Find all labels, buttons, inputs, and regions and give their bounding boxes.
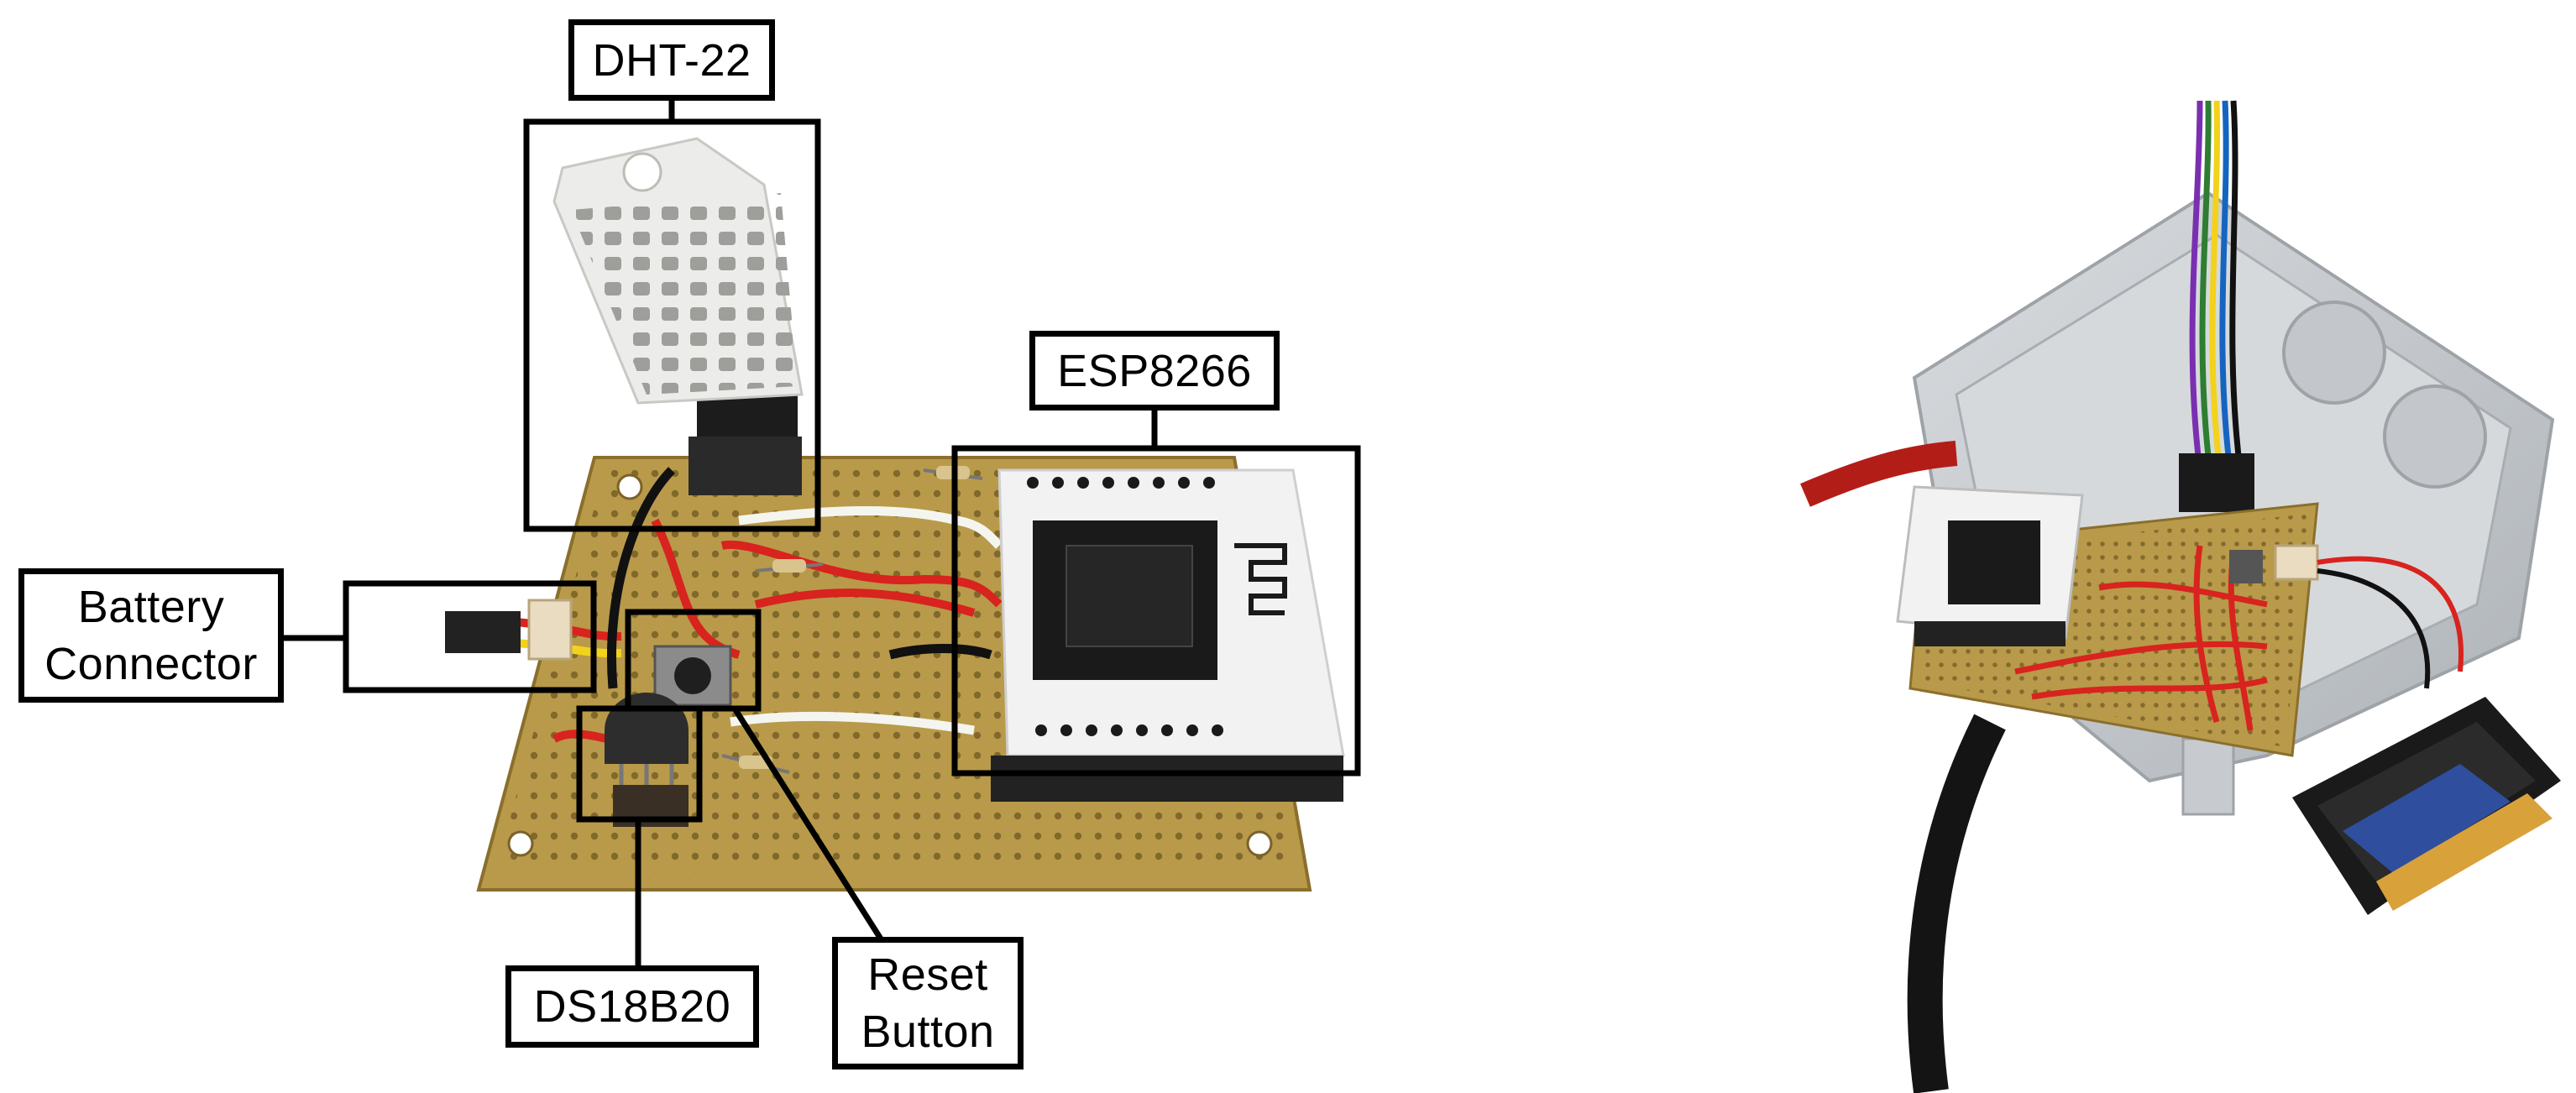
enclosure-battery-connector — [2274, 544, 2319, 581]
red-wire — [754, 588, 976, 617]
battery-wires — [2317, 568, 2431, 689]
ds18b20-label-text: DS18B20 — [533, 981, 731, 1032]
dht22-label: DHT-22 — [568, 19, 775, 101]
reset-button-label-line1: Reset — [867, 949, 988, 1000]
black-wire — [606, 467, 675, 689]
enclosure-knockout — [2383, 384, 2487, 489]
white-wire — [730, 711, 975, 735]
reset-button-leader — [732, 707, 884, 942]
ds18b20-label: DS18B20 — [505, 965, 759, 1048]
mounting-hole — [507, 830, 534, 857]
battery-pack — [2292, 697, 2561, 915]
enclosure-post — [2181, 737, 2235, 816]
reset-button-label-line2: Button — [861, 1007, 995, 1057]
reset-button-part — [653, 645, 732, 707]
reset-button-label: Reset Button — [832, 937, 1024, 1069]
mounting-hole — [616, 473, 643, 500]
power-cable — [1800, 441, 1958, 507]
enclosure-reset-button — [2229, 550, 2263, 583]
battery-connector-label-line2: Connector — [45, 639, 258, 689]
connector-header — [2179, 453, 2254, 512]
esp8266-label: ESP8266 — [1029, 331, 1280, 411]
battery-wires — [2317, 556, 2464, 672]
white-wire — [738, 505, 1003, 549]
ds18b20-part — [605, 693, 689, 827]
battery-connector-part — [445, 599, 573, 661]
ribbon-wires — [2189, 100, 2244, 471]
right-photo — [1800, 100, 2561, 1093]
sensor-cable — [1907, 714, 2006, 1093]
mounting-hole — [1246, 830, 1273, 857]
esp8266-module — [991, 468, 1345, 802]
battery-connector-label-line1: Battery — [77, 582, 225, 632]
enclosure-esp8266 — [1896, 485, 2084, 646]
dht22-sensor — [552, 137, 804, 495]
enclosure-red-wires — [2014, 545, 2268, 731]
callouts — [280, 98, 1361, 968]
red-wire — [720, 540, 1003, 608]
black-wire — [888, 644, 992, 660]
battery-connector-label: Battery Connector — [18, 568, 284, 703]
esp8266-label-text: ESP8266 — [1057, 345, 1252, 396]
enclosure-knockout — [2282, 301, 2386, 405]
resistor — [755, 559, 824, 573]
dht22-label-text: DHT-22 — [592, 34, 751, 86]
